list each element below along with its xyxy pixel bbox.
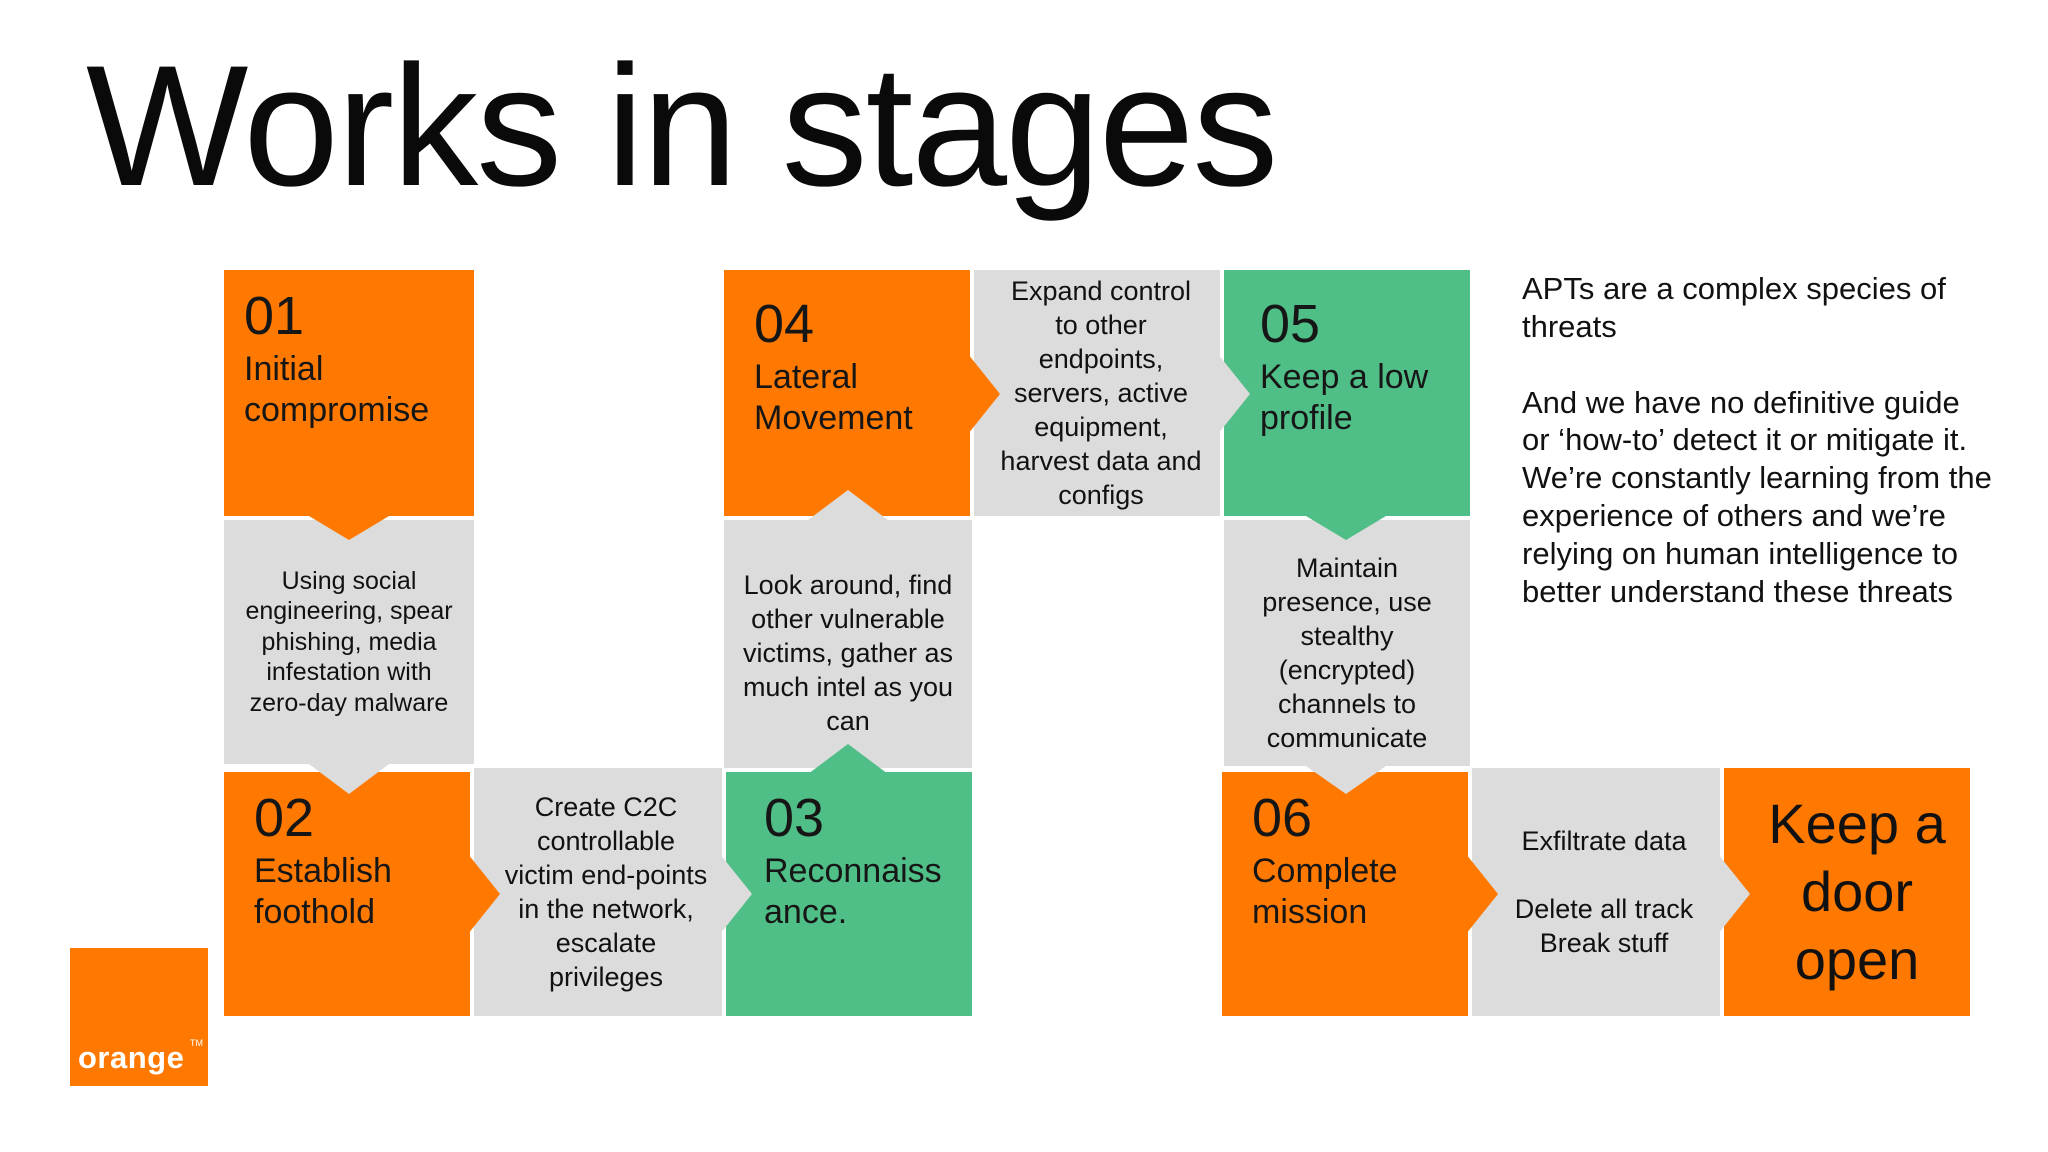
stage-05-box: 05 Keep a low profile [1224,270,1470,516]
final-stage-box: Keep a door open [1724,768,1970,1016]
description-reconnaissance: Look around, find other vulnerable victi… [724,520,972,768]
orange-logo: orange TM [70,948,208,1086]
stage-03-number: 03 [764,788,825,848]
stage-04-box: 04 Lateral Movement [724,270,970,516]
stage-05-number: 05 [1260,294,1321,354]
stage-01-name: Initial compromise [244,349,430,430]
stage-06-box: 06 Complete mission [1222,772,1468,1016]
stage-04-number: 04 [754,294,815,354]
stage-02-name: Establish foothold [254,851,392,932]
final-stage-text: Keep a door open [1768,791,1946,992]
connector-arrow-right-06 [1466,854,1498,934]
stage-03-name: Reconnaiss ance. [764,851,942,932]
stage-06-name: Complete mission [1252,851,1398,932]
description-exfiltrate: Exfiltrate data [1521,825,1687,856]
connector-arrow-right-05 [1218,354,1250,434]
description-establish-foothold-text: Create C2C controllable victim end-point… [504,791,708,993]
connector-arrow-right-02 [468,854,500,934]
stage-01-box: 01 Initial compromise [224,270,474,516]
connector-arrow-down-02 [309,764,389,794]
stage-03-box: 03 Reconnaiss ance. [726,772,972,1016]
side-notes: APTs are a complex species of threats An… [1522,270,1992,611]
connector-arrow-down-01 [309,516,389,540]
orange-logo-trademark: TM [190,1038,203,1048]
stage-02-box: 02 Establish foothold [224,772,470,1016]
connector-arrow-right-03 [720,854,752,934]
stage-06-number: 06 [1252,788,1313,848]
connector-arrow-up-04 [808,490,888,520]
description-initial-compromise-text: Using social engineering, spear phishing… [245,566,453,717]
description-lateral-movement-text: Expand control to other endpoints, serve… [1000,275,1202,511]
stage-02-number: 02 [254,788,315,848]
slide-title: Works in stages [86,30,1278,222]
description-low-profile: Maintain presence, use stealthy (encrypt… [1224,520,1470,766]
description-complete-mission: Exfiltrate data Delete all track Break s… [1472,768,1720,1016]
connector-arrow-up-03 [808,744,888,774]
description-lateral-movement: Expand control to other endpoints, serve… [974,270,1220,516]
side-note-intro: APTs are a complex species of threats [1522,271,1946,344]
connector-arrow-down-06 [1306,766,1386,794]
stage-05-name: Keep a low profile [1260,357,1429,438]
stage-01-number: 01 [244,286,305,346]
description-establish-foothold: Create C2C controllable victim end-point… [474,768,722,1016]
description-low-profile-text: Maintain presence, use stealthy (encrypt… [1262,552,1432,754]
stage-04-name: Lateral Movement [754,357,913,438]
description-break-stuff: Break stuff [1539,928,1669,958]
description-initial-compromise: Using social engineering, spear phishing… [224,520,474,764]
connector-arrow-down-05 [1306,516,1386,540]
description-delete-track: Delete all track [1514,893,1694,924]
orange-logo-wordmark: orange [78,1040,185,1075]
connector-arrow-right-07 [1718,854,1750,934]
connector-arrow-right-04 [968,354,1000,434]
description-reconnaissance-text: Look around, find other vulnerable victi… [742,569,954,737]
side-note-detail: And we have no definitive guide or ‘how-… [1522,384,1992,609]
